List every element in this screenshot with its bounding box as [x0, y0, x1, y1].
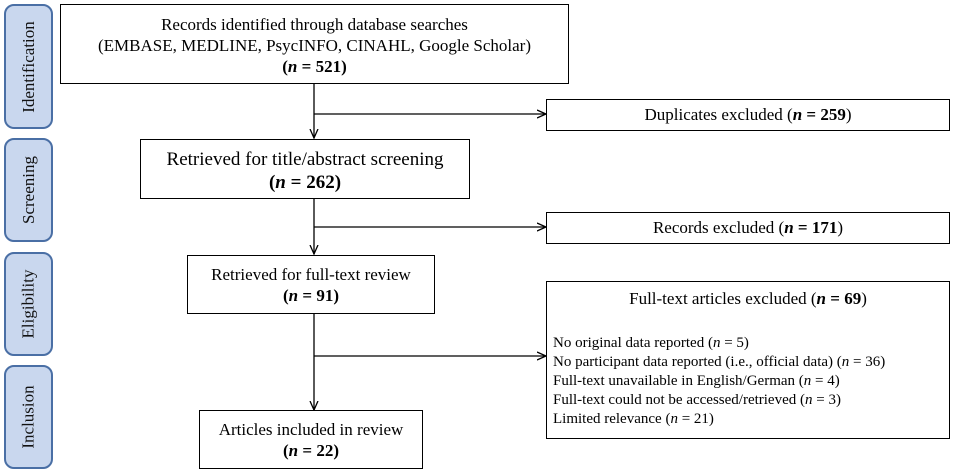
phase-screening: Screening: [4, 138, 53, 242]
full-text-review-box: Retrieved for full-text review (n = 91): [187, 255, 435, 314]
exclusion-reason: Full-text unavailable in English/German …: [553, 373, 840, 389]
phase-inclusion: Inclusion: [4, 365, 53, 469]
exclusion-reason: No participant data reported (i.e., offi…: [553, 354, 886, 370]
records-identified-box: Records identified through database sear…: [60, 4, 569, 84]
exclusion-reason: Limited relevance (n = 21): [553, 411, 714, 427]
exclusion-reason: Full-text could not be accessed/retrieve…: [553, 392, 841, 408]
phase-eligibility: Eligibility: [4, 252, 53, 356]
exclusion-reason: No original data reported (n = 5): [553, 335, 749, 351]
title-abstract-screening-box: Retrieved for title/abstract screening (…: [140, 139, 470, 199]
full-text-excluded-title: Full-text articles excluded (n = 69): [629, 289, 867, 308]
phase-identification: Identification: [4, 4, 53, 129]
duplicates-excluded-box: Duplicates excluded (n = 259): [546, 99, 950, 131]
full-text-excluded-box: Full-text articles excluded (n = 69) No …: [546, 281, 950, 439]
records-excluded-box: Records excluded (n = 171): [546, 212, 950, 244]
articles-included-box: Articles included in review (n = 22): [199, 410, 423, 469]
